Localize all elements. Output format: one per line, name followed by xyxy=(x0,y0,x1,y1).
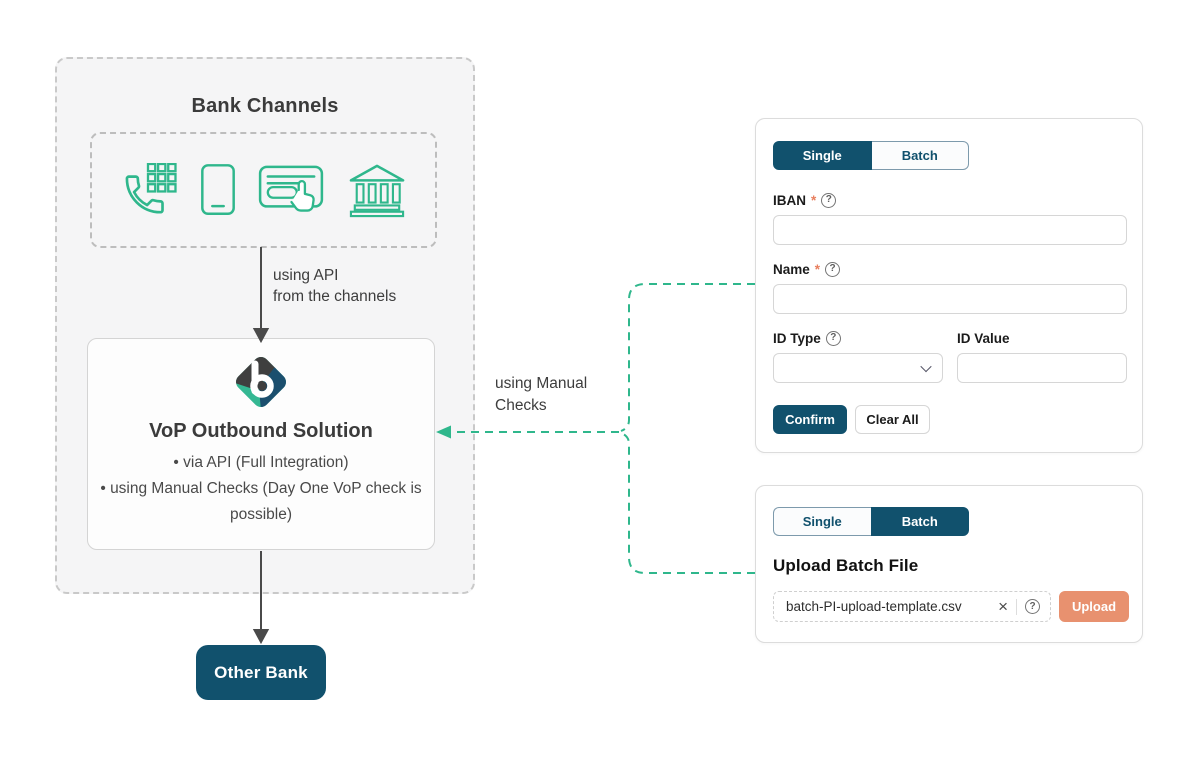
name-input[interactable] xyxy=(773,284,1127,314)
divider xyxy=(1016,598,1017,615)
tab-batch[interactable]: Batch xyxy=(871,141,969,170)
required-asterisk: * xyxy=(814,261,821,277)
bank-building-icon xyxy=(346,162,408,218)
chevron-down-icon xyxy=(920,360,932,373)
id-value-input[interactable] xyxy=(957,353,1127,383)
id-value-label: ID Value xyxy=(957,330,1010,346)
vop-bullet: using Manual Checks (Day One VoP check i… xyxy=(94,476,428,528)
upload-button[interactable]: Upload xyxy=(1059,591,1129,622)
card-terminal-icon xyxy=(258,162,324,218)
iban-help-icon[interactable]: ? xyxy=(821,192,837,208)
vop-outbound-solution-box: VoP Outbound Solution via API (Full Inte… xyxy=(87,338,435,550)
name-label: Name * ? xyxy=(773,261,841,277)
bank-channels-title: Bank Channels xyxy=(191,95,339,117)
iban-input[interactable] xyxy=(773,215,1127,245)
file-help-icon[interactable]: ? xyxy=(1025,599,1040,614)
vop-bullet-list: via API (Full Integration) using Manual … xyxy=(94,450,428,528)
single-check-panel: Single Batch IBAN * ? Name * ? ID Type ?… xyxy=(755,118,1143,453)
confirm-button[interactable]: Confirm xyxy=(773,405,847,434)
tab-single[interactable]: Single xyxy=(773,507,871,536)
clear-all-button[interactable]: Clear All xyxy=(855,405,930,434)
vop-title: VoP Outbound Solution xyxy=(149,420,373,442)
id-type-help-icon[interactable]: ? xyxy=(825,330,841,346)
phone-keypad-icon xyxy=(119,163,178,217)
other-bank-label: Other Bank xyxy=(214,662,308,682)
vop-bullet: via API (Full Integration) xyxy=(94,450,428,476)
batch-file-field[interactable]: batch-PI-upload-template.csv × ? xyxy=(773,591,1051,622)
channel-icons-box xyxy=(90,132,437,248)
id-type-label: ID Type ? xyxy=(773,330,841,346)
vop-logo-icon xyxy=(232,353,290,411)
mobile-phone-icon xyxy=(199,163,237,217)
name-help-icon[interactable]: ? xyxy=(825,261,841,277)
upload-batch-file-heading: Upload Batch File xyxy=(773,556,919,575)
using-manual-checks-label: using Manual Checks xyxy=(495,375,588,414)
remove-file-icon[interactable]: × xyxy=(998,597,1008,616)
iban-label: IBAN * ? xyxy=(773,192,837,208)
id-type-select[interactable] xyxy=(773,353,943,383)
required-asterisk: * xyxy=(811,192,817,208)
tab-batch[interactable]: Batch xyxy=(870,507,969,536)
batch-upload-panel: Single Batch Upload Batch File batch-PI-… xyxy=(755,485,1143,643)
other-bank-node: Other Bank xyxy=(196,645,326,700)
using-api-label: using API from the channels xyxy=(273,267,397,305)
tab-single[interactable]: Single xyxy=(773,141,872,170)
single-panel-tab-group: Single Batch xyxy=(773,141,969,170)
batch-panel-tab-group: Single Batch xyxy=(773,507,969,536)
file-name: batch-PI-upload-template.csv xyxy=(786,599,962,614)
